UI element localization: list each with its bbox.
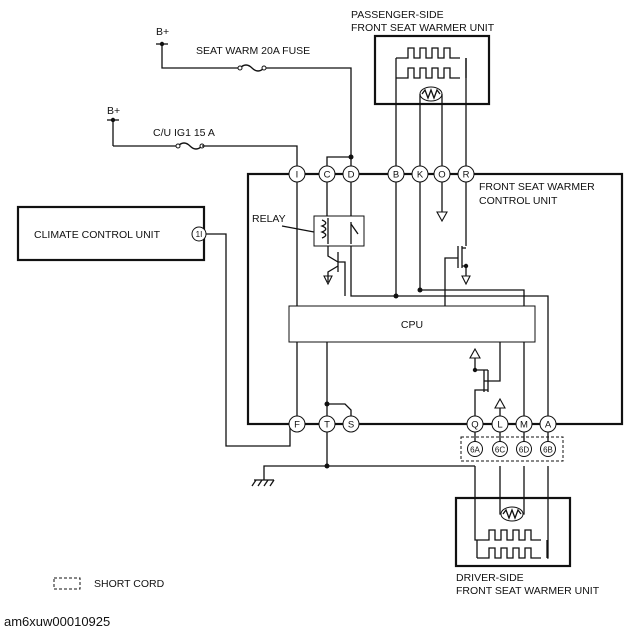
driver-unit-title: FRONT SEAT WARMER UNIT [456, 585, 600, 597]
wire-climate-to-f [206, 233, 291, 447]
figure-caption: am6xuw00010925 [4, 614, 111, 629]
connector-pin-label: L [497, 420, 502, 431]
connector-pin-label: T [324, 420, 330, 431]
short-cord-pins: 6A 6C 6D 6B [467, 441, 556, 457]
wire-t-s-bridge [327, 403, 352, 416]
short-cord-connector [460, 436, 564, 462]
connector-pin-label: 6A [470, 446, 480, 455]
relay [281, 215, 365, 247]
connector-pin-label: K [417, 170, 424, 181]
relay-driver-transistor [323, 246, 346, 296]
passenger-unit-title: PASSENGER-SIDE [351, 9, 444, 21]
legend-short-cord-swatch [53, 577, 81, 590]
connector-pin-label: Q [471, 420, 478, 431]
control-unit-title: CONTROL UNIT [479, 195, 558, 207]
seat-warm-fuse-circuit [156, 41, 352, 157]
wire-relay-out [350, 246, 549, 416]
wire-k-m [419, 182, 525, 416]
passenger-heater-fet [444, 182, 471, 306]
wire-6a-heater [474, 466, 477, 541]
chassis-ground-icon [251, 479, 275, 487]
cu-ig1-fuse-label: C/U IG1 15 A [153, 127, 215, 139]
connector-pin [342, 415, 360, 433]
relay-label: RELAY [252, 213, 286, 225]
seat-warm-fuse-label: SEAT WARM 20A FUSE [196, 45, 310, 57]
passenger-unit-title: FRONT SEAT WARMER UNIT [351, 22, 495, 34]
cu-ig1-circuit [107, 117, 298, 166]
climate-control-unit [16, 205, 206, 262]
driver-heater-fet [469, 342, 501, 416]
connector-pin-label: B [393, 170, 399, 181]
connector-pin-label: O [438, 170, 445, 181]
wire-6c-thermistor [499, 466, 501, 515]
climate-pin-label: 1I [196, 230, 203, 239]
cpu-block [288, 305, 536, 343]
bplus-label: B+ [156, 26, 169, 38]
driver-unit-title: DRIVER-SIDE [456, 572, 524, 584]
climate-control-unit-label: CLIMATE CONTROL UNIT [34, 229, 161, 241]
driver-heater-element [476, 529, 548, 559]
connector-pin-label: R [463, 170, 470, 181]
cpu-label: CPU [401, 319, 423, 331]
connector-pin-label: 6B [543, 446, 553, 455]
legend-short-cord-label: SHORT CORD [94, 578, 165, 590]
control-unit-title: FRONT SEAT WARMER [479, 181, 595, 193]
connector-pin-label: 6D [519, 446, 529, 455]
connector-pin-label: M [520, 420, 528, 431]
connector-pin-label: D [348, 170, 355, 181]
junction-dot [324, 463, 330, 469]
sensor-l [494, 397, 506, 416]
connector-pin-label: 6C [495, 446, 505, 455]
wire-6d-thermistor [523, 466, 525, 515]
connector-pin-label: F [294, 420, 300, 431]
ground-o [436, 182, 448, 223]
junction-dot [324, 401, 330, 407]
wire-t-ground [263, 432, 328, 480]
connector-pin-label: C [324, 170, 331, 181]
passenger-thermistor [419, 86, 443, 102]
connector-pin-label: S [348, 420, 354, 431]
driver-thermistor [500, 506, 524, 522]
bplus-label: B+ [107, 105, 120, 117]
wire-6b-heater [547, 466, 549, 559]
front-seat-warmer-control-unit [246, 172, 624, 426]
c-d-junction-wire [326, 156, 352, 166]
connector-pin [288, 415, 306, 433]
junction-dot [348, 154, 354, 160]
junction-dot [417, 287, 423, 293]
connector-pin-label: I [296, 170, 299, 181]
connector-pin-label: A [545, 420, 552, 431]
